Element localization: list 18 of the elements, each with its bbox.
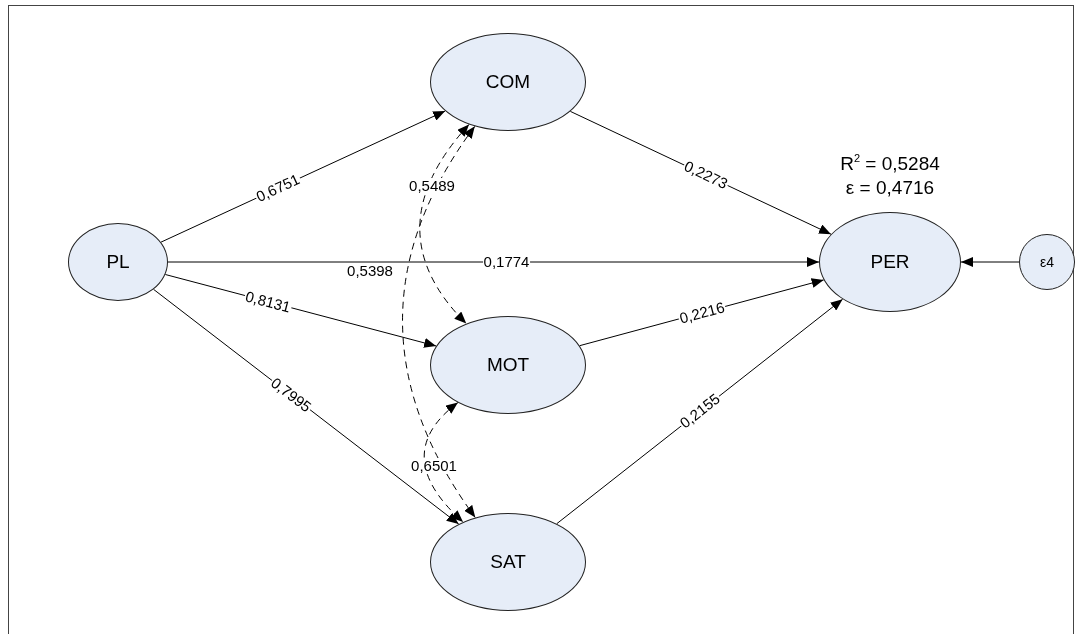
dashed-arrow: [423, 402, 464, 523]
arrow: [167, 257, 820, 267]
node-label: PER: [870, 251, 910, 273]
edge-label: 0,5489: [408, 178, 456, 194]
node-label: PL: [106, 251, 130, 273]
node-label: MOT: [486, 354, 530, 376]
dashed-arrow: [402, 125, 476, 518]
fit-statistic: ε = 0,4716: [844, 176, 936, 200]
edge-label: 0,5398: [346, 263, 394, 279]
arrow: [960, 257, 1020, 267]
node-label: COM: [485, 71, 531, 93]
node-label: ε4: [1040, 254, 1054, 270]
fit-statistic: R$^{2}$ = 0,5284: [840, 152, 940, 176]
node-label: SAT: [490, 551, 526, 573]
dashed-arrow: [419, 123, 470, 325]
edge-label: 0,1774: [482, 254, 531, 270]
edge-label: 0,6501: [410, 458, 458, 474]
error-circle: [1019, 234, 1075, 290]
